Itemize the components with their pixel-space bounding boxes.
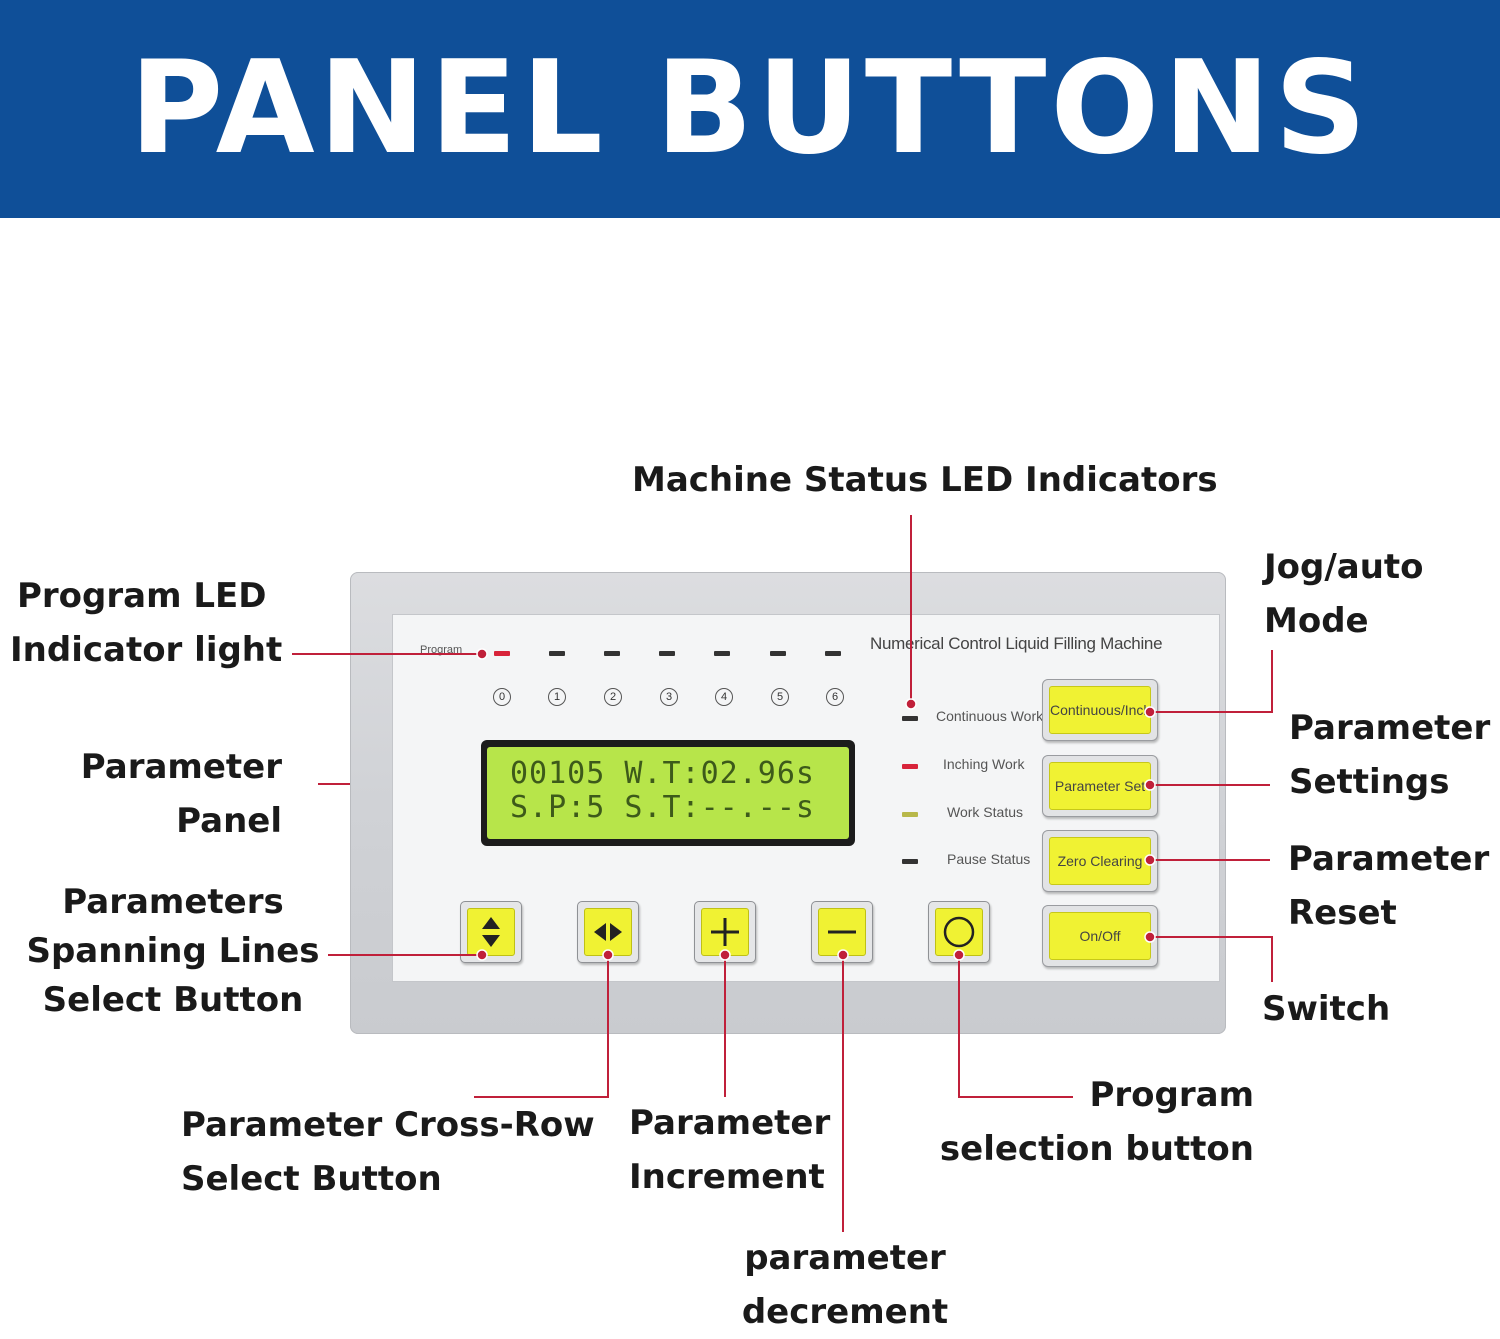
program-number-2: 2: [604, 688, 622, 706]
circle-icon: [943, 916, 975, 948]
jog-auto-callout-line-2: Mode: [1264, 601, 1369, 641]
on-off-button-label: On/Off: [1049, 912, 1151, 960]
program-number-5: 5: [771, 688, 789, 706]
program-select-callout-line-1: Program: [1089, 1075, 1254, 1115]
parameter-settings-callout: Parameter Settings: [1289, 701, 1490, 809]
parameter-settings-callout-line-1: Parameter: [1289, 708, 1491, 748]
program-led-4: [714, 651, 730, 656]
parameter-set-button[interactable]: Parameter Set: [1042, 755, 1158, 817]
program-number-6: 6: [826, 688, 844, 706]
status-label-work-status: Work Status: [947, 804, 1023, 820]
program-led-6: [825, 651, 841, 656]
increment-callout-line-2: Increment: [629, 1157, 825, 1197]
lcd-screen: [487, 747, 849, 839]
status-label-inching-work: Inching Work: [943, 756, 1025, 772]
continuous-inching-button-label: Continuous/Inching: [1049, 686, 1151, 734]
panel-title: Numerical Control Liquid Filling Machine: [870, 634, 1163, 653]
parameter-settings-callout-line-2: Settings: [1289, 762, 1450, 802]
zero-clearing-button-label: Zero Clearing: [1049, 837, 1151, 885]
spanning-lines-callout-line-1: Parameters: [62, 882, 284, 922]
cross-row-callout-line-1: Parameter Cross-Row: [181, 1105, 595, 1145]
status-led-inching-work: [902, 764, 918, 769]
parameter-reset-callout-line-2: Reset: [1288, 893, 1397, 933]
parameter-panel-callout-line-2: Panel: [176, 801, 282, 841]
increment-callout: Parameter Increment: [629, 1096, 830, 1204]
jog-auto-callout: Jog/auto Mode: [1264, 540, 1424, 648]
decrement-callout: parameter decrement: [730, 1231, 960, 1339]
zero-clearing-button[interactable]: Zero Clearing: [1042, 830, 1158, 892]
banner-title: PANEL BUTTONS: [129, 34, 1371, 183]
status-label-continuous-work: Continuous Work: [936, 708, 1044, 724]
parameter-panel-callout-line-1: Parameter: [80, 747, 282, 787]
program-select-key[interactable]: [928, 901, 990, 963]
lcd-line-2: S.P:5 S.T:--.--s: [510, 790, 815, 825]
program-led-2: [604, 651, 620, 656]
up-down-arrows-icon: [482, 917, 500, 947]
continuous-inching-button[interactable]: Continuous/Inching: [1042, 679, 1158, 741]
decrement-callout-line-1: parameter: [744, 1238, 946, 1278]
minus-icon: [828, 930, 856, 934]
spanning-lines-select-key[interactable]: [460, 901, 522, 963]
parameter-set-button-label: Parameter Set: [1049, 762, 1151, 810]
left-right-arrows-icon: [594, 923, 622, 941]
program-led-callout-line-1: Program LED: [17, 576, 267, 616]
program-led-callout-line-2: Indicator light: [10, 630, 283, 670]
decrement-callout-line-2: decrement: [741, 1292, 949, 1332]
program-number-0: 0: [493, 688, 511, 706]
program-number-1: 1: [548, 688, 566, 706]
program-led-5: [770, 651, 786, 656]
program-number-3: 3: [660, 688, 678, 706]
spanning-lines-callout: Parameters Spanning Lines Select Button: [18, 878, 328, 1025]
lcd-line-1: 00105 W.T:02.96s: [510, 756, 815, 791]
status-led-work-status: [902, 812, 918, 817]
program-number-4: 4: [715, 688, 733, 706]
cross-row-select-key[interactable]: [577, 901, 639, 963]
status-led-continuous-work: [902, 716, 918, 721]
spanning-lines-callout-line-2: Spanning Lines: [26, 931, 320, 971]
parameter-reset-callout: Parameter Reset: [1288, 832, 1489, 940]
cross-row-callout: Parameter Cross-Row Select Button: [181, 1098, 595, 1206]
program-led-0: [494, 651, 510, 656]
plus-icon: [711, 918, 739, 946]
parameter-reset-callout-line-1: Parameter: [1288, 839, 1490, 879]
title-banner: [0, 0, 1500, 218]
program-led-1: [549, 651, 565, 656]
status-label-pause-status: Pause Status: [947, 851, 1031, 867]
status-led-pause-status: [902, 859, 918, 864]
jog-auto-callout-line-1: Jog/auto: [1264, 547, 1424, 587]
increment-callout-line-1: Parameter: [629, 1103, 831, 1143]
program-select-callout: Program selection button: [930, 1068, 1254, 1176]
parameter-panel-callout: Parameter Panel: [60, 740, 282, 848]
cross-row-callout-line-2: Select Button: [181, 1159, 442, 1199]
machine-status-callout: Machine Status LED Indicators: [632, 460, 1218, 500]
spanning-lines-callout-line-3: Select Button: [42, 980, 304, 1020]
program-led-callout: Program LED Indicator light: [10, 569, 285, 677]
on-off-button[interactable]: On/Off: [1042, 905, 1158, 967]
program-led-3: [659, 651, 675, 656]
program-select-callout-line-2: selection button: [939, 1129, 1254, 1169]
switch-callout: Switch: [1262, 989, 1391, 1029]
